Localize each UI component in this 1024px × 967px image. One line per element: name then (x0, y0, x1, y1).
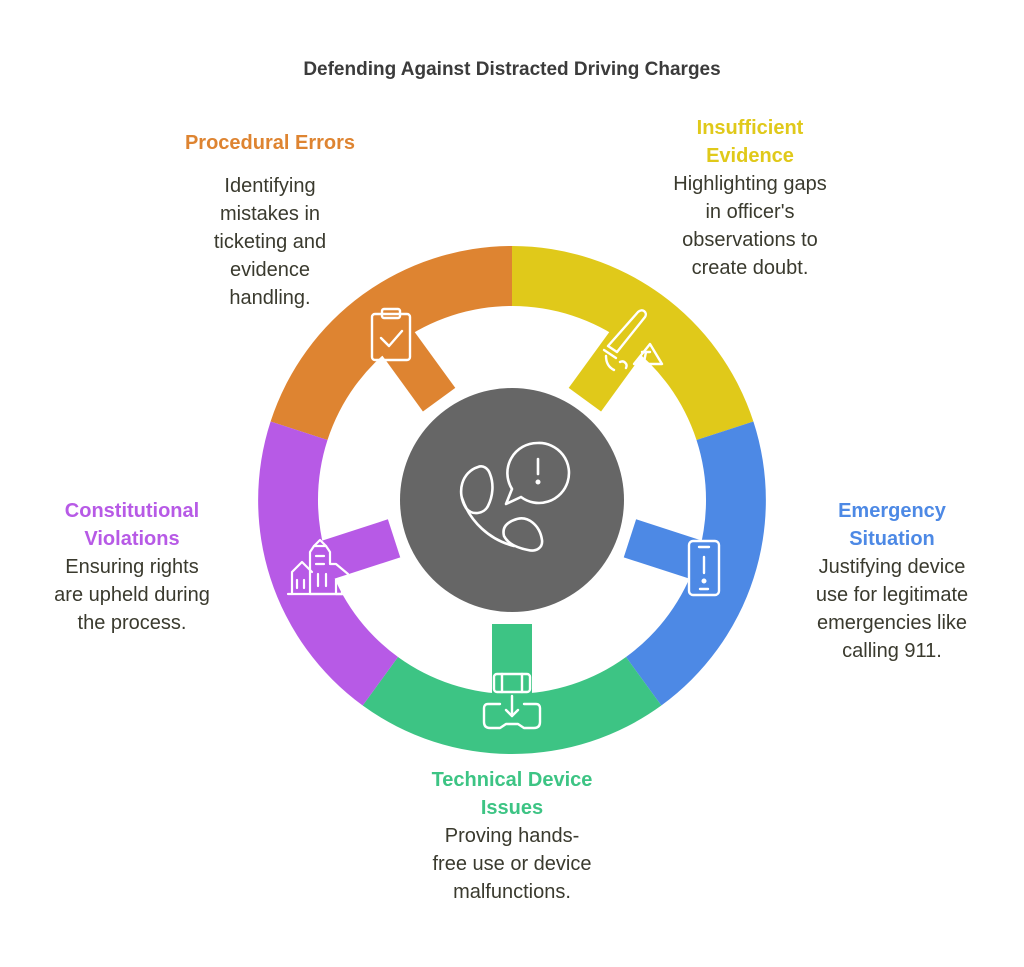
constitutional-desc-line: are upheld during (54, 584, 210, 606)
label-insufficient-evidence: Insufficient Evidence Highlighting gaps … (630, 114, 870, 282)
label-technical-device-issues: Technical Device Issues Proving hands- f… (390, 766, 634, 906)
insufficient-evidence-title: Insufficient (696, 117, 804, 139)
insufficient-desc-line: Highlighting gaps (673, 173, 827, 195)
procedural-desc-line: evidence (229, 259, 311, 281)
constitutional-violations-title: Violations (84, 528, 180, 550)
procedural-desc-line: handling. (229, 287, 311, 309)
smartphone-alert-icon (687, 539, 721, 597)
constitutional-desc-line: the process. (77, 612, 187, 634)
connector-procedural (375, 323, 456, 412)
procedural-desc-line: mistakes in (219, 203, 321, 225)
insufficient-desc-line: observations to (682, 229, 818, 251)
constitutional-desc-line: Ensuring rights (65, 556, 199, 578)
connector-technical (492, 624, 532, 704)
technical-desc-line: malfunctions. (453, 881, 571, 903)
evidence-marker-icon (602, 309, 664, 372)
emergency-desc-line: calling 911. (842, 640, 942, 662)
technical-desc-line: Proving hands- (444, 825, 580, 847)
diagram-title: Defending Against Distracted Driving Cha… (303, 59, 721, 80)
constitutional-violations-title: Constitutional (64, 500, 200, 522)
emergency-desc-line: use for legitimate (815, 584, 969, 606)
procedural-desc-line: Identifying (224, 175, 316, 197)
emergency-situation-title: Situation (849, 528, 935, 550)
label-procedural-errors: Procedural Errors Identifying mistakes i… (150, 129, 390, 312)
procedural-desc-line: ticketing and (213, 231, 327, 253)
emergency-desc-line: emergencies like (816, 612, 968, 634)
device-transfer-icon (482, 672, 542, 730)
technical-desc-line: free use or device (432, 853, 592, 875)
emergency-situation-title: Emergency (838, 500, 946, 522)
label-constitutional-violations: Constitutional Violations Ensuring right… (12, 497, 252, 637)
connector-insufficient (568, 323, 649, 412)
technical-device-issues-title: Issues (480, 797, 544, 819)
insufficient-desc-line: create doubt. (691, 257, 809, 279)
label-emergency-situation: Emergency Situation Justifying device us… (772, 497, 1012, 665)
procedural-errors-title: Procedural Errors (184, 132, 356, 154)
courthouse-buildings-icon (286, 538, 354, 596)
phone-with-alert-bubble-icon (459, 441, 571, 552)
emergency-desc-line: Justifying device (818, 556, 966, 578)
insufficient-evidence-title: Evidence (706, 145, 794, 167)
technical-device-issues-title: Technical Device (431, 769, 593, 791)
connector-constitutional (311, 519, 401, 583)
insufficient-desc-line: in officer's (705, 201, 795, 223)
clipboard-check-icon (370, 307, 412, 362)
